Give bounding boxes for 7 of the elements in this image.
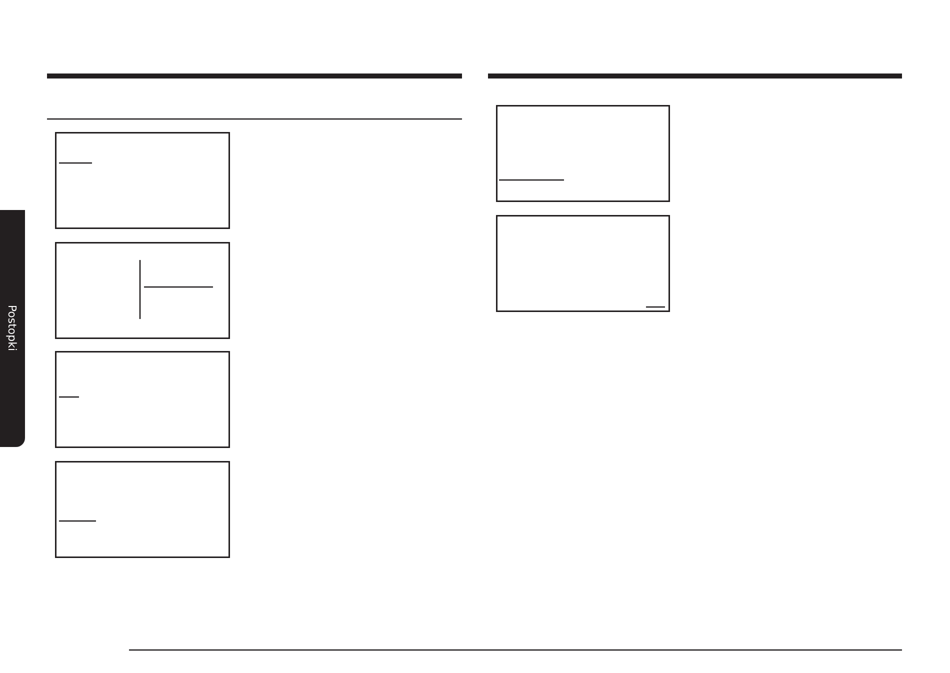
illustration-frame	[55, 242, 230, 339]
illustration-frame	[496, 105, 670, 202]
section-label: Postopki	[6, 304, 18, 352]
illustration-frame	[55, 132, 230, 229]
illustration-frame	[496, 215, 670, 312]
illustration-frame	[55, 351, 230, 448]
illustration-frame	[55, 461, 230, 558]
